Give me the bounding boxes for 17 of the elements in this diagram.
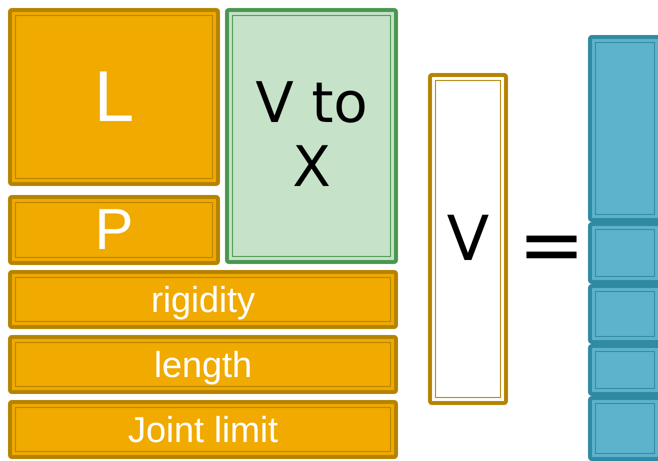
block-label: V to X xyxy=(254,72,369,200)
block-label: Joint limit xyxy=(128,408,278,450)
block-label: length xyxy=(154,344,252,386)
equals-sign: = xyxy=(518,205,586,285)
block-label: rigidity xyxy=(150,278,256,320)
vector-cell xyxy=(588,35,658,222)
block-label: P xyxy=(94,196,134,264)
label-block xyxy=(8,8,220,186)
label-block xyxy=(8,335,398,394)
label-block xyxy=(8,195,220,265)
transform-block xyxy=(225,8,398,264)
vector-cell xyxy=(588,396,658,461)
label-block xyxy=(8,270,398,329)
block-label: L xyxy=(94,56,134,138)
vector-block xyxy=(428,73,508,405)
label-block xyxy=(8,400,398,459)
block-label: V xyxy=(446,203,490,275)
